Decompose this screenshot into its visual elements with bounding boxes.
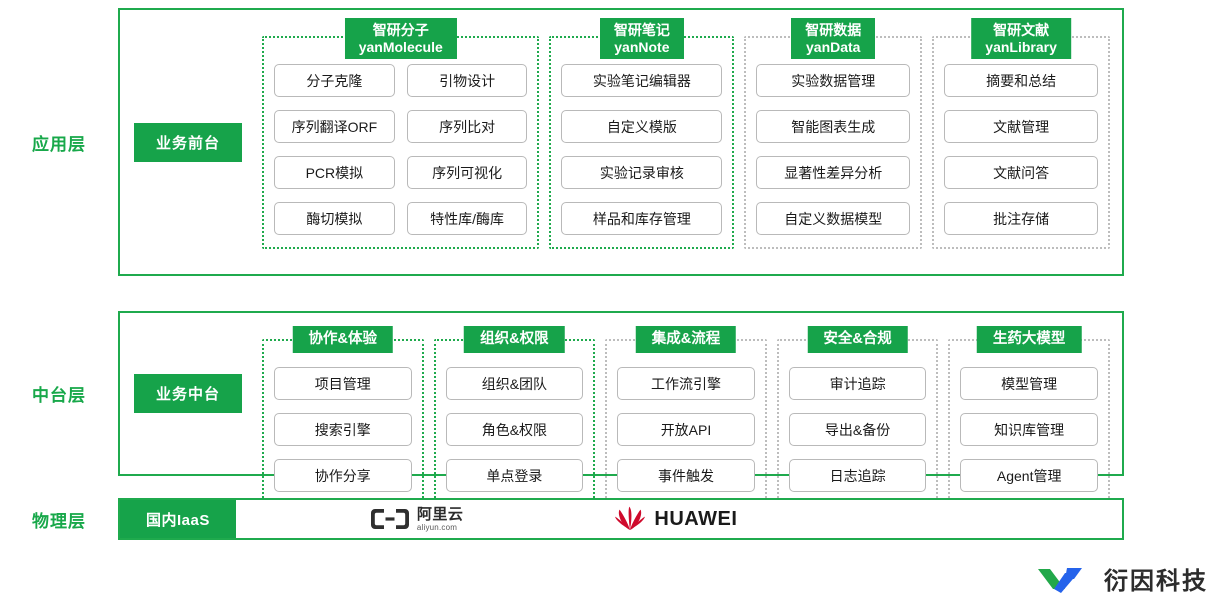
list-item[interactable]: 自定义数据模型 [756,202,911,235]
group-yanmolecule[interactable]: 智研分子 yanMolecule 分子克隆 引物设计 序列翻译ORF 序列比对 … [262,18,540,249]
middle-platform-layer-row: 中台层 业务中台 协作&体验 项目管理 搜索引擎 协作分享 组织&权限 组织&团… [0,311,1124,506]
group-items-integration-process: 工作流引擎 开放API 事件触发 [617,367,755,492]
list-item[interactable]: 序列可视化 [406,156,528,189]
list-item[interactable]: 事件触发 [617,459,755,492]
group-title-en: yanLibrary [985,38,1057,55]
aliyun-name-zh: 阿里云 [416,505,464,523]
list-item[interactable]: 引物设计 [406,64,528,97]
list-item[interactable]: PCR模拟 [274,156,395,189]
huawei-wordmark: HUAWEI [654,507,738,530]
list-item[interactable]: 审计追踪 [788,367,927,400]
list-item[interactable]: 协作分享 [274,459,412,492]
application-layer-groups: 智研分子 yanMolecule 分子克隆 引物设计 序列翻译ORF 序列比对 … [256,10,1122,274]
list-item[interactable]: Agent管理 [960,459,1098,492]
list-item[interactable]: 酶切模拟 [274,202,395,235]
middle-platform-groups: 协作&体验 项目管理 搜索引擎 协作分享 组织&权限 组织&团队 角色&权限 单… [256,313,1122,506]
group-items-security-compliance: 审计追踪 导出&备份 日志追踪 [788,367,927,492]
list-item[interactable]: 摘要和总结 [944,64,1098,97]
list-item[interactable]: 项目管理 [274,367,412,400]
group-biopharma-large-model[interactable]: 生药大模型 模型管理 知识库管理 Agent管理 [948,326,1110,506]
group-title-security-compliance: 安全&合规 [807,326,908,354]
aliyun-bracket-icon [370,509,409,529]
list-item[interactable]: 日志追踪 [788,459,927,492]
application-layer-row: 应用层 业务前台 智研分子 yanMolecule 分子克隆 引物设计 序列翻译… [0,8,1124,276]
business-midstage-badge: 业务中台 [133,374,242,413]
group-items-organization-permission: 组织&团队 角色&权限 单点登录 [445,367,584,492]
cloud-provider-logos: 阿里云 aliyun.com HUAWEI [236,506,1122,532]
list-item[interactable]: 知识库管理 [960,413,1098,446]
list-item[interactable]: 序列比对 [406,110,528,143]
list-item[interactable]: 组织&团队 [445,367,584,400]
list-item[interactable]: 智能图表生成 [756,110,911,143]
list-item[interactable]: 特性库/酶库 [406,202,528,235]
list-item[interactable]: 模型管理 [960,367,1098,400]
application-layer-body: 业务前台 智研分子 yanMolecule 分子克隆 引物设计 序列翻译ORF … [118,8,1124,276]
list-item[interactable]: 文献管理 [944,110,1098,143]
list-item[interactable]: 实验数据管理 [756,64,911,97]
group-title-collaboration-experience: 协作&体验 [292,326,394,354]
aliyun-domain: aliyun.com [416,522,458,532]
group-title-yanlibrary: 智研文献 yanLibrary [971,18,1071,60]
group-items-biopharma-large-model: 模型管理 知识库管理 Agent管理 [960,367,1098,492]
group-items-yanlibrary: 摘要和总结 文献管理 文献问答 批注存储 [944,64,1098,235]
group-title-zh: 智研文献 [993,22,1050,38]
list-item[interactable]: 实验记录审核 [561,156,723,189]
application-band-badge-wrap: 业务前台 [120,10,256,274]
group-collaboration-experience[interactable]: 协作&体验 项目管理 搜索引擎 协作分享 [262,326,424,506]
physical-layer-body: 国内IaaS 阿里云 aliyun.com [118,498,1124,540]
group-title-yanmolecule: 智研分子 yanMolecule [344,18,457,60]
list-item[interactable]: 搜索引擎 [274,413,412,446]
group-title-integration-process: 集成&流程 [635,326,737,354]
group-title-organization-permission: 组织&权限 [464,326,565,354]
group-title-en: yanMolecule [358,38,443,55]
layer-label-physical: 物理层 [32,511,86,531]
group-yanlibrary[interactable]: 智研文献 yanLibrary 摘要和总结 文献管理 文献问答 批注存储 [932,18,1110,249]
group-title-zh: 智研数据 [805,22,862,38]
group-items-collaboration-experience: 项目管理 搜索引擎 协作分享 [274,367,412,492]
group-title-yandata: 智研数据 yanData [791,18,876,60]
layer-label-application: 应用层 [32,134,86,154]
business-frontstage-badge: 业务前台 [133,122,242,162]
group-yandata[interactable]: 智研数据 yanData 实验数据管理 智能图表生成 显著性差异分析 自定义数据… [744,18,923,249]
company-brand: 衍因科技 [1034,561,1208,596]
list-item[interactable]: 自定义模版 [561,110,723,143]
middle-band-badge-wrap: 业务中台 [120,313,256,474]
group-integration-process[interactable]: 集成&流程 工作流引擎 开放API 事件触发 [605,326,767,506]
group-title-yannote: 智研笔记 yanNote [599,18,684,60]
list-item[interactable]: 开放API [617,413,755,446]
group-title-biopharma-large-model: 生药大模型 [976,326,1082,354]
aliyun-logo: 阿里云 aliyun.com [370,507,464,532]
list-item[interactable]: 工作流引擎 [617,367,755,400]
group-items-yandata: 实验数据管理 智能图表生成 显著性差异分析 自定义数据模型 [756,64,911,235]
physical-layer-row: 物理层 国内IaaS 阿里云 aliyun.com [0,498,1124,540]
list-item[interactable]: 样品和库存管理 [561,202,723,235]
group-title-zh: 智研分子 [372,22,429,38]
group-security-compliance[interactable]: 安全&合规 审计追踪 导出&备份 日志追踪 [776,326,939,506]
list-item[interactable]: 显著性差异分析 [756,156,911,189]
list-item[interactable]: 文献问答 [944,156,1098,189]
list-item[interactable]: 单点登录 [445,459,584,492]
layer-label-middle: 中台层 [32,386,86,405]
list-item[interactable]: 分子克隆 [274,64,395,97]
list-item[interactable]: 序列翻译ORF [274,110,395,143]
huawei-logo: HUAWEI [613,506,737,532]
group-title-en: yanNote [614,38,670,55]
list-item[interactable]: 角色&权限 [445,413,584,446]
brand-name: 衍因科技 [1104,568,1208,595]
middle-platform-layer-body: 业务中台 协作&体验 项目管理 搜索引擎 协作分享 组织&权限 组织&团队 角色… [118,311,1124,506]
group-items-yannote: 实验笔记编辑器 自定义模版 实验记录审核 样品和库存管理 [561,64,723,235]
group-title-en: yanData [806,38,861,55]
group-organization-permission[interactable]: 组织&权限 组织&团队 角色&权限 单点登录 [433,326,596,506]
aliyun-wordmark: 阿里云 aliyun.com [417,507,464,532]
list-item[interactable]: 批注存储 [944,202,1098,235]
domestic-iaas-badge: 国内IaaS [120,500,236,538]
list-item[interactable]: 实验笔记编辑器 [561,64,723,97]
list-item[interactable]: 导出&备份 [788,413,927,446]
huawei-flower-icon [615,506,646,530]
group-items-yanmolecule: 分子克隆 引物设计 序列翻译ORF 序列比对 PCR模拟 序列可视化 酶切模拟 … [274,64,528,235]
yanyin-logo-icon [1038,567,1082,593]
group-yannote[interactable]: 智研笔记 yanNote 实验笔记编辑器 自定义模版 实验记录审核 样品和库存管… [549,18,735,249]
group-title-zh: 智研笔记 [613,22,670,38]
